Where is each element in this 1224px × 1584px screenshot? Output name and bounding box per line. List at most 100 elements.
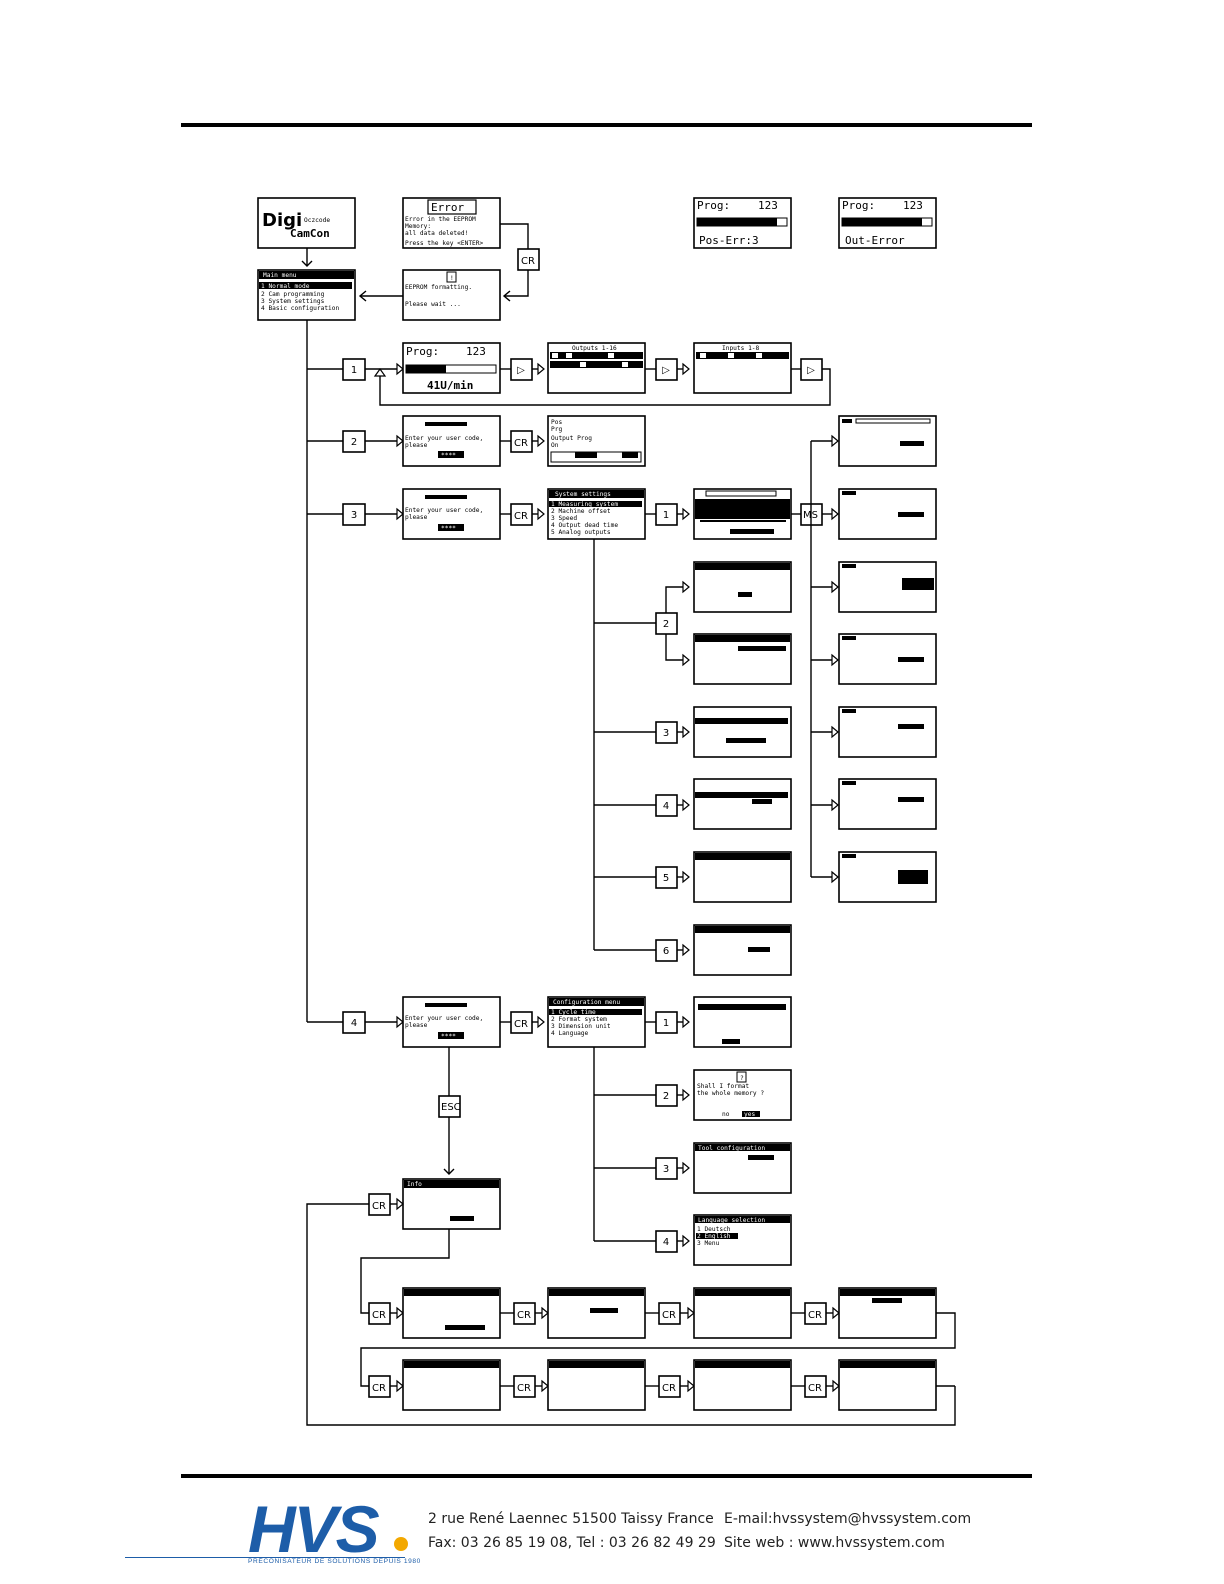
svg-text:Shall I format: Shall I format	[697, 1083, 749, 1090]
pos-err-prog-label: Prog:	[697, 199, 730, 212]
footer-logo-underline	[125, 1557, 405, 1558]
svg-text:5: 5	[663, 873, 669, 884]
info-screen: Info	[402, 1178, 501, 1230]
footer-email[interactable]: E-mail:hvssystem@hvssystem.com	[724, 1511, 972, 1527]
svg-text:Language selection: Language selection	[698, 1217, 765, 1224]
pos-err-screen: Prog: 123 Pos-Err:3	[693, 197, 792, 249]
cycle-time-screen	[693, 996, 792, 1048]
main-menu-item-3: 3 System settings	[261, 298, 325, 305]
normal-mode-screen: Prog: 123 41U/min	[402, 342, 501, 394]
svg-text:▷: ▷	[662, 365, 670, 376]
out-error-prog-label: Prog:	[842, 199, 875, 212]
system-info-screen	[693, 924, 792, 976]
svg-text:3 Speed: 3 Speed	[551, 515, 577, 522]
logo-brand: Digi	[262, 210, 302, 231]
normal-speed: 41U/min	[427, 379, 473, 392]
error-line-1: Error in the EEPROM	[405, 216, 476, 223]
ms-detail-screens	[838, 415, 937, 903]
logo-screen: Digi Oczcode CamCon	[257, 197, 356, 249]
svg-text:1 Measuring system: 1 Measuring system	[551, 501, 618, 508]
footer-phone: Fax: 03 26 85 19 08, Tel : 03 26 82 49 2…	[428, 1535, 716, 1551]
svg-text:1: 1	[663, 510, 669, 521]
outputs-screen: Outputs 1-16	[547, 342, 646, 394]
footer-website[interactable]: Site web : www.hvssystem.com	[724, 1535, 945, 1551]
outputs-header: Outputs 1-16	[572, 345, 617, 352]
svg-text:no: no	[722, 1111, 730, 1118]
svg-text:****: ****	[441, 1033, 456, 1040]
svg-text:CR: CR	[517, 1383, 531, 1394]
hvs-logo: HVS PRÉCONISATEUR DE SOLUTIONS DEPUIS 19…	[248, 1496, 421, 1567]
code-screen-2: Enter your user code, please ****	[402, 415, 501, 467]
dead-time-screen	[693, 778, 792, 830]
eeprom-formatting-screen: ! EEPROM formatting. Please wait ...	[402, 269, 501, 321]
eeprom-line-1: EEPROM formatting.	[405, 284, 472, 291]
code-screen-3: Enter your user code, please ****	[402, 488, 501, 540]
svg-text:▷: ▷	[517, 365, 525, 376]
main-menu-item-2: 2 Cam programming	[261, 291, 325, 298]
svg-text:3: 3	[663, 1164, 669, 1175]
svg-text:Pos: Pos	[551, 419, 562, 426]
svg-text:4 Output dead time: 4 Output dead time	[551, 522, 618, 529]
error-title: Error	[431, 201, 464, 214]
normal-prog-value: 123	[466, 345, 486, 358]
out-error-status: Out-Error	[845, 234, 905, 247]
main-menu-header: Main menu	[263, 272, 297, 279]
svg-text:CR: CR	[372, 1310, 386, 1321]
svg-text:Enter your user code,: Enter your user code,	[405, 1015, 483, 1022]
svg-text:6: 6	[663, 946, 669, 957]
hvs-logo-tagline: PRÉCONISATEUR DE SOLUTIONS DEPUIS 1980	[248, 1558, 421, 1565]
main-menu-item-1: 1 Normal mode	[261, 283, 310, 290]
normal-prog-label: Prog:	[406, 345, 439, 358]
svg-text:CR: CR	[372, 1383, 386, 1394]
svg-text:Tool configuration: Tool configuration	[698, 1145, 765, 1152]
code-screen-4: Enter your user code, please ****	[402, 996, 501, 1048]
svg-text:3: 3	[663, 728, 669, 739]
svg-text:CR: CR	[808, 1310, 822, 1321]
system-settings-header: System settings	[555, 491, 611, 498]
svg-text:yes: yes	[744, 1111, 755, 1118]
svg-text:4 Language: 4 Language	[551, 1030, 589, 1037]
svg-text:Prg: Prg	[551, 426, 562, 433]
svg-text:4: 4	[663, 801, 669, 812]
info-chain-b: CR CR CR CR	[368, 1359, 937, 1411]
footer-address: 2 rue René Laennec 51500 Taissy France	[428, 1511, 714, 1527]
info-chain-a: CR CR CR CR	[368, 1287, 937, 1339]
language-selection-screen: Language selection 1 Deutsch 2 English 3…	[693, 1214, 792, 1266]
svg-text:Output Prog: Output Prog	[551, 435, 592, 442]
tool-configuration-screen: Tool configuration	[693, 1142, 792, 1194]
system-settings-screen: System settings 1 Measuring system 2 Mac…	[547, 488, 646, 540]
svg-text:5 Analog outputs: 5 Analog outputs	[551, 529, 611, 536]
svg-text:CR: CR	[662, 1383, 676, 1394]
cam-programming-screen: Pos Prg Output Prog On	[547, 415, 646, 467]
machine-offset-screens	[693, 561, 792, 685]
error-line-3: all data deleted!	[405, 230, 468, 237]
main-menu-screen: Main menu 1 Normal mode 2 Cam programmin…	[257, 269, 356, 321]
error-screen: Error Error in the EEPROM Memory: all da…	[402, 197, 501, 249]
svg-text:CR: CR	[514, 511, 528, 522]
svg-text:Info: Info	[407, 1181, 422, 1188]
svg-text:3: 3	[351, 510, 357, 521]
svg-text:CR: CR	[517, 1310, 531, 1321]
svg-text:On: On	[551, 442, 559, 449]
svg-text:2 Machine offset: 2 Machine offset	[551, 508, 611, 515]
svg-text:4: 4	[663, 1237, 669, 1248]
svg-text:3 Menu: 3 Menu	[697, 1240, 720, 1247]
svg-text:2: 2	[351, 437, 357, 448]
svg-text:please: please	[405, 1022, 428, 1029]
svg-text:CR: CR	[514, 1019, 528, 1030]
speed-screen	[693, 706, 792, 758]
svg-text:****: ****	[441, 525, 456, 532]
svg-text:CR: CR	[372, 1201, 386, 1212]
pos-err-prog-value: 123	[758, 199, 778, 212]
pos-err-status: Pos-Err:3	[699, 234, 759, 247]
svg-text:▷: ▷	[807, 365, 815, 376]
analog-outputs-screen	[693, 851, 792, 903]
svg-text:please: please	[405, 442, 428, 449]
svg-text:?: ?	[740, 1075, 744, 1082]
eeprom-line-2: Please wait ...	[405, 301, 461, 308]
bottom-rule	[181, 1474, 1032, 1478]
svg-text:2 English: 2 English	[697, 1233, 731, 1240]
svg-text:1: 1	[663, 1018, 669, 1029]
svg-text:2 Format system: 2 Format system	[551, 1016, 607, 1023]
main-menu-item-4: 4 Basic configuration	[261, 305, 340, 312]
